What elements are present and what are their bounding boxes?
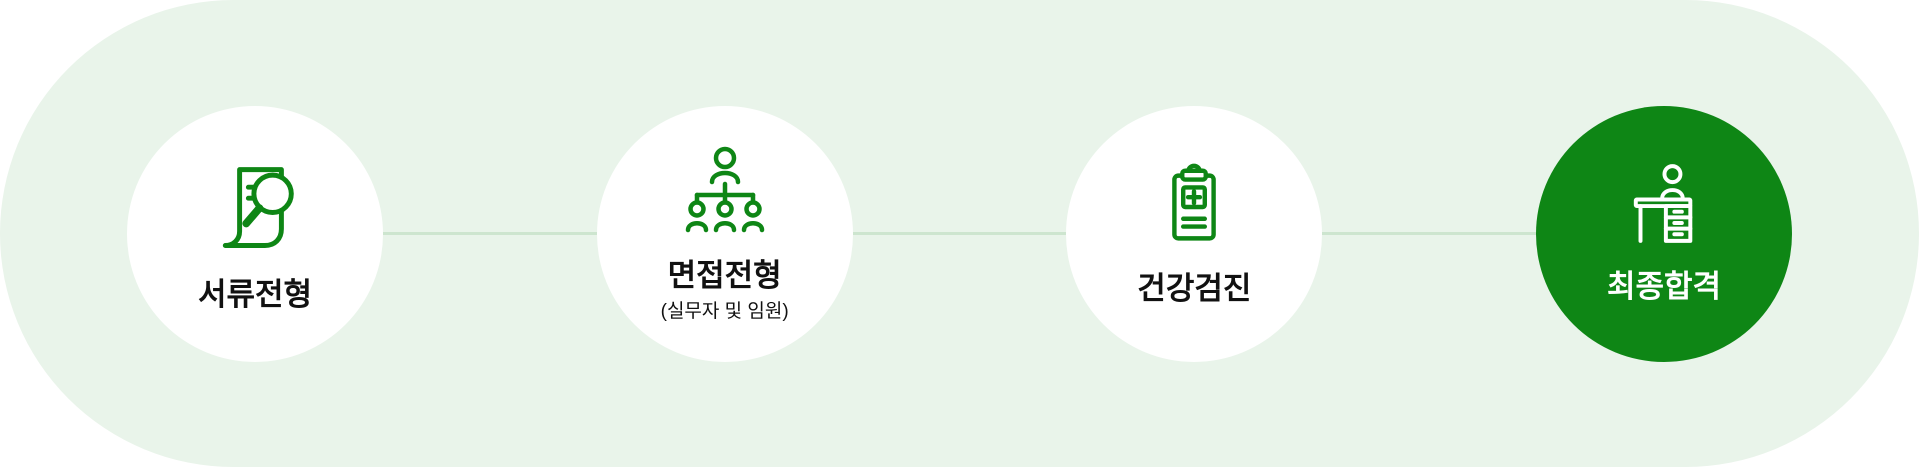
step-label: 면접전형: [667, 257, 782, 293]
person-at-desk-icon: [1617, 160, 1711, 254]
step-final-acceptance: 최종합격: [1536, 105, 1793, 362]
step-sublabel: (실무자 및 임원): [660, 301, 789, 323]
step-document-screening: 서류전형: [127, 105, 383, 362]
step-label: 최종합격: [1606, 269, 1722, 305]
step-interview: 면접전형 (실무자 및 임원): [596, 105, 853, 362]
org-chart-icon: [675, 143, 775, 243]
step-health-checkup: 건강검진: [1066, 105, 1323, 362]
connector-line: [383, 232, 597, 235]
medical-clipboard-icon: [1145, 158, 1243, 256]
connector-line: [1322, 232, 1537, 235]
connector-line: [852, 232, 1067, 235]
step-label: 서류전형: [197, 277, 313, 313]
step-label: 건강검진: [1137, 271, 1252, 307]
document-search-icon: [200, 152, 310, 262]
